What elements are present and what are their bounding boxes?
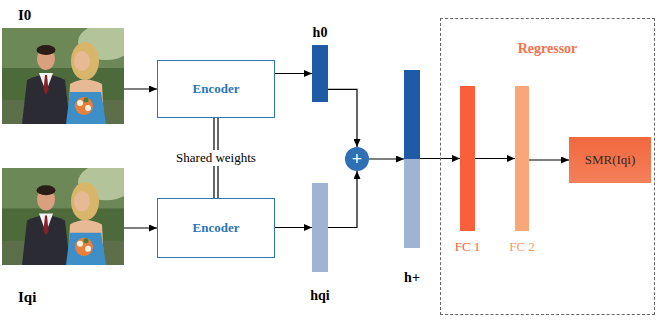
fc-layer: FC 1 [460, 86, 475, 231]
arrow-connector [124, 227, 157, 228]
encoder-box: Encoder [157, 198, 275, 258]
bouquet-flower [85, 246, 91, 252]
feature-vector: h0 [312, 45, 328, 102]
woman-face [74, 191, 90, 211]
arrow-connector [529, 159, 569, 160]
arrow-connector [475, 158, 515, 159]
regressor-region: Regressor FC 1 FC 2 SMR(Iqi) [440, 18, 655, 315]
man-tie [44, 215, 49, 235]
bouquet-flower [77, 100, 83, 106]
woman-dress [66, 92, 106, 124]
man-suit [22, 215, 70, 265]
region-title: Regressor [441, 41, 654, 57]
photo-illustration [2, 28, 124, 124]
vector-label: h0 [313, 25, 328, 41]
bouquet-flower [77, 241, 83, 247]
arrow-connector [275, 227, 312, 228]
vector-label: hqi [310, 288, 329, 304]
bouquet [75, 97, 93, 115]
woman-dress [66, 233, 106, 265]
concat-operator: + [345, 147, 369, 171]
man-hair [37, 185, 56, 195]
layer-label: FC 1 [455, 239, 481, 255]
encoder-label: Encoder [193, 81, 240, 97]
woman-face [74, 51, 90, 71]
image-label: I0 [18, 7, 31, 24]
input-image: I0 [2, 28, 124, 124]
encoder-label: Encoder [193, 220, 240, 236]
operator-symbol: + [352, 150, 362, 168]
concat-vector: h+ [404, 70, 420, 248]
man-tie [44, 75, 49, 95]
edge-label: Shared weights [173, 150, 259, 166]
photo-illustration [2, 168, 124, 265]
bouquet-flower [85, 105, 91, 111]
woman-hair [71, 42, 99, 80]
fc-layer: FC 2 [515, 86, 529, 231]
arrow-connector [369, 158, 404, 159]
bouquet [75, 238, 93, 256]
arrow-connector [124, 88, 157, 89]
output-label: SMR(Iqi) [585, 152, 636, 168]
query-image: Iqi [2, 168, 124, 265]
bouquet-leaf [84, 98, 89, 103]
bouquet-leaf [84, 238, 89, 243]
arrow-connector [275, 73, 312, 74]
feature-vector: hqi [312, 183, 328, 272]
vector-label: h+ [404, 270, 420, 286]
arrow-connector [328, 89, 357, 147]
layer-label: FC 2 [509, 239, 535, 255]
encoder-box: Encoder [157, 60, 275, 118]
output-box: SMR(Iqi) [569, 137, 651, 183]
image-label: Iqi [18, 289, 36, 306]
arrow-connector [328, 171, 357, 228]
man-suit [22, 75, 70, 124]
man-hair [37, 45, 56, 55]
woman-hair [71, 182, 99, 220]
